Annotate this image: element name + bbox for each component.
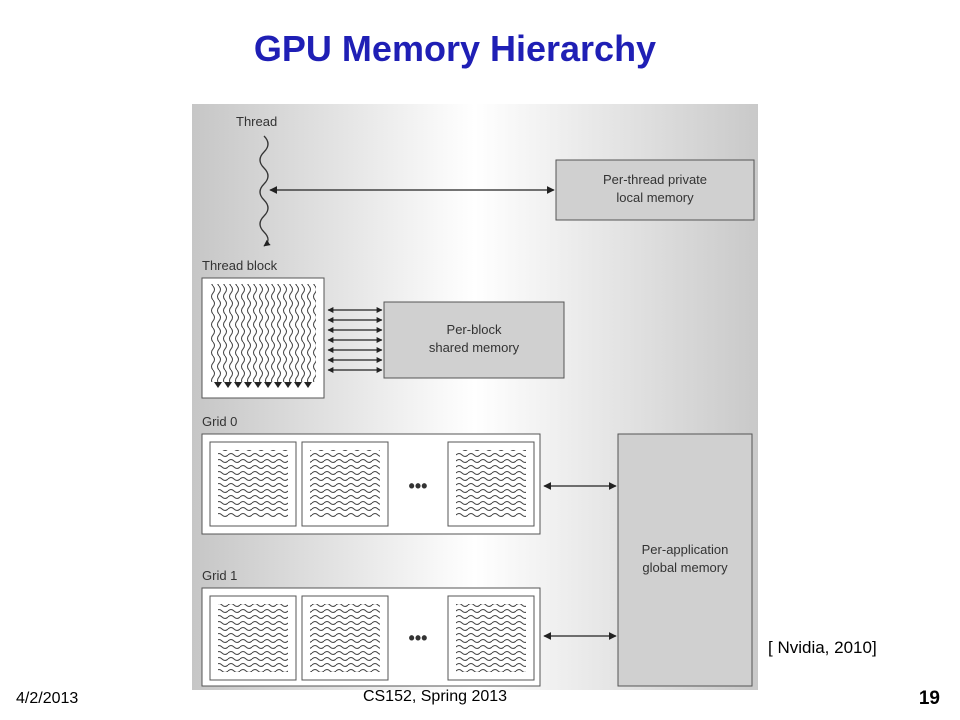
thread-block-label: Thread block	[202, 258, 278, 273]
per-application-memory-box: Per-application global memory	[617, 433, 753, 687]
thread-block-box	[201, 277, 325, 399]
footer-course: CS152, Spring 2013	[362, 688, 508, 705]
grid0-box: •••	[201, 433, 541, 535]
per-block-memory-line2: shared memory	[429, 340, 520, 355]
per-thread-memory-line1: Per-thread private	[603, 172, 707, 187]
per-thread-memory-line2: local memory	[616, 190, 694, 205]
thread-squiggle	[259, 135, 271, 247]
slide-title: GPU Memory Hierarchy	[253, 28, 657, 69]
per-application-memory-line2: global memory	[642, 560, 728, 575]
per-block-memory-line1: Per-block	[447, 322, 502, 337]
grid0-label: Grid 0	[202, 414, 237, 429]
grid1-box: •••	[201, 587, 541, 687]
per-block-memory-box: Per-block shared memory	[383, 301, 565, 379]
footer-date: 4/2/2013	[16, 690, 79, 707]
page-number: 19	[918, 688, 940, 709]
per-application-memory-line1: Per-application	[642, 542, 729, 557]
grid1-label: Grid 1	[202, 568, 237, 583]
grid1-ellipsis: •••	[409, 628, 428, 648]
citation: [ Nvidia, 2010]	[768, 638, 877, 657]
thread-label: Thread	[236, 114, 277, 129]
per-thread-memory-box: Per-thread private local memory	[555, 159, 755, 221]
grid0-ellipsis: •••	[409, 476, 428, 496]
memory-hierarchy-diagram: Thread Per-thread private local memory T…	[192, 104, 758, 690]
block-memory-arrows	[327, 307, 383, 373]
